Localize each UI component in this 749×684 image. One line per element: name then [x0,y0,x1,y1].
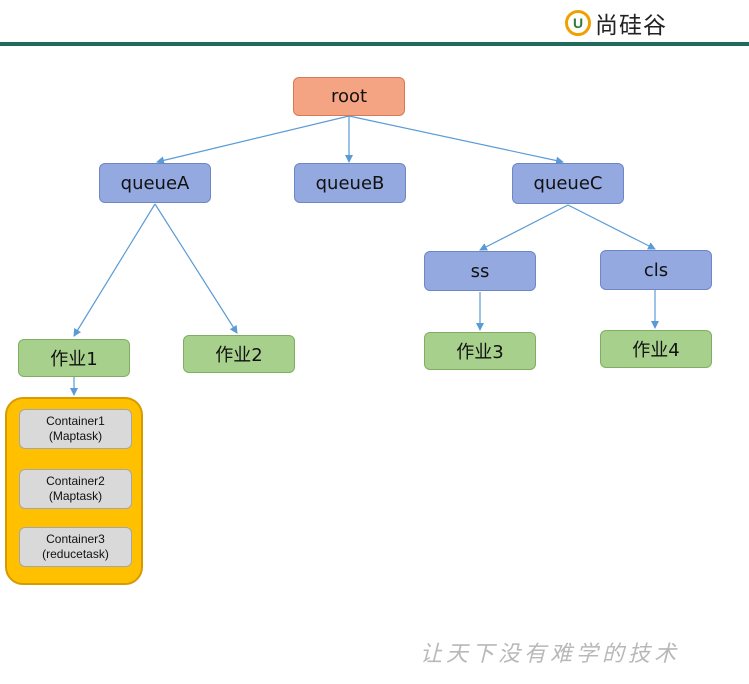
logo-icon: U [565,10,591,36]
queue-c-node: queueC [512,163,624,204]
edge-queueC-cls [567,204,656,250]
job-2-node: 作业2 [183,335,295,373]
job-4-node: 作业4 [600,330,712,368]
queue-ss-node: ss [424,251,536,291]
container-1: Container1 (Maptask) [19,409,132,449]
container-3-name: Container3 [46,532,105,546]
queue-b-node: queueB [294,163,406,203]
brand-name: 尚硅谷 [595,13,667,39]
edge-queueA-job2 [154,203,238,334]
job-3-node: 作业3 [424,332,536,370]
container-2-task: (Maptask) [48,489,103,503]
container-group: Container1 (Maptask) Container2 (Maptask… [5,397,143,585]
container-2-name: Container2 [46,474,105,488]
brand-logo: U 尚硅谷 [565,5,735,41]
edge-root-queueA [156,115,350,165]
job-1-node: 作业1 [18,339,130,377]
edge-root-queueC [348,115,564,165]
container-3: Container3 (reducetask) [19,527,132,567]
edge-queueC-ss [479,204,569,251]
root-node: root [293,77,405,116]
container-2: Container2 (Maptask) [19,469,132,509]
queue-cls-node: cls [600,250,712,290]
queue-a-node: queueA [99,163,211,203]
container-1-name: Container1 [46,414,105,428]
footer-slogan: 让天下没有难学的技术 [420,642,681,667]
edge-queueA-job1 [73,203,156,337]
container-1-task: (Maptask) [48,429,103,443]
container-3-task: (reducetask) [42,547,109,561]
header-divider [0,42,749,46]
